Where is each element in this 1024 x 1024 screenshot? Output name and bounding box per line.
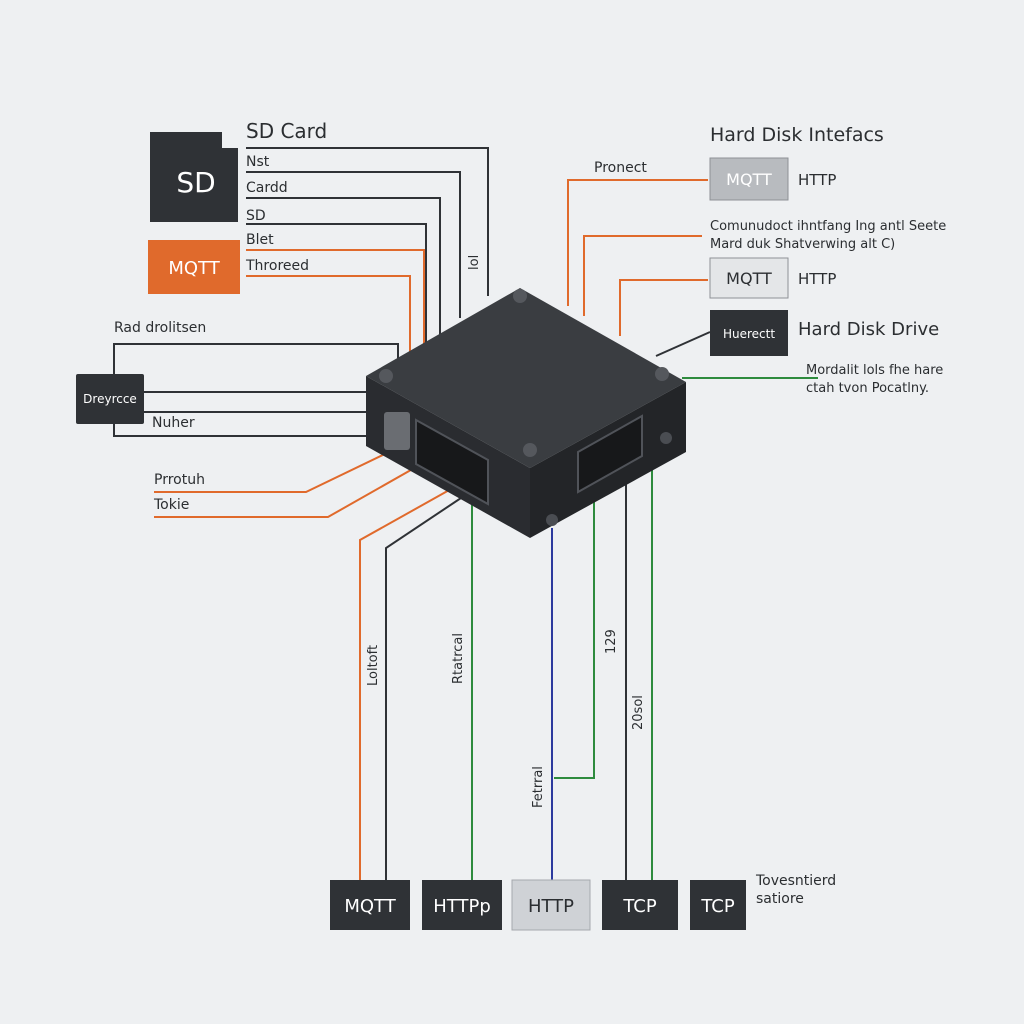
right-desc2-2: ctah tvon Pocatlny.: [806, 381, 929, 396]
bottom-box-2-label: HTTPp: [433, 896, 491, 917]
bottom-box-3: HTTP: [511, 879, 591, 931]
line-device-4: [113, 424, 372, 437]
right-box-1-side: HTTP: [798, 171, 836, 189]
bottom-box-1-rect: [330, 880, 410, 930]
line-device-1: [113, 343, 399, 374]
line-mqtt-left-1: [246, 249, 425, 352]
line-bottom-5: [554, 490, 595, 779]
connection-lines: [113, 147, 818, 880]
vertical-label-4: 129: [604, 629, 619, 654]
bottom-note-1: Tovesntierd: [755, 873, 836, 889]
screw-front: [523, 443, 537, 457]
device-label: Dreyrcce: [83, 392, 137, 406]
sd-card-group: SD SD Card Nst Cardd SD Blet Throreed: [150, 119, 327, 274]
bottom-box-1: MQTT: [330, 880, 410, 930]
right-box-2: MQTT: [709, 257, 789, 299]
bottom-box-4-label: TCP: [622, 896, 657, 917]
sd-card-icon: [150, 132, 238, 222]
port-right: [577, 414, 643, 494]
line-bottom-1: [359, 483, 461, 880]
right-box-2-rect: [709, 257, 789, 299]
screw-right: [655, 367, 669, 381]
right-box-1-rect: [709, 157, 789, 201]
right-desc-2: Mard duk Shatverwing alt C): [710, 237, 895, 252]
bottom-box-4: TCP: [602, 880, 678, 930]
line-bottom-3: [471, 487, 485, 880]
line-right-2: [583, 235, 702, 316]
connector-label: Nuher: [152, 415, 195, 431]
vertical-label-5: 20sol: [631, 695, 646, 730]
right-box-2-side: HTTP: [798, 270, 836, 288]
device-box: Dreyrcce: [76, 374, 144, 424]
right-box-3-rect: [710, 310, 788, 356]
line-bottom-2: [385, 491, 471, 880]
bottom-box-5-rect: [690, 880, 746, 930]
mqtt-left-box: MQTT: [148, 240, 240, 294]
port-left: [415, 418, 489, 506]
chip-connector: [384, 412, 410, 450]
line-left-bottom-2: [154, 457, 433, 518]
bottom-box-2-rect: [422, 880, 502, 930]
right-box-1: MQTT: [709, 157, 789, 201]
screw-front-bottom: [546, 514, 558, 526]
sd-card-title: SD Card: [246, 119, 327, 143]
bottom-box-2: HTTPp: [422, 880, 502, 930]
line-right-4: [655, 331, 711, 357]
device-rect: [76, 374, 144, 424]
screw-side-right: [660, 432, 672, 444]
bottom-box-1-label: MQTT: [344, 896, 396, 917]
vertical-label-2: Rtatrcal: [451, 633, 466, 684]
right-box-3-side: Hard Disk Drive: [798, 319, 939, 340]
line-mqtt-left-2: [246, 275, 411, 360]
line-right-3: [619, 279, 708, 336]
mqtt-left-label: MQTT: [168, 258, 220, 279]
screw-left: [379, 369, 393, 383]
line-sd-4: [246, 223, 427, 356]
right-desc2-1: Mordalit lols fhe hare: [806, 363, 943, 378]
bottom-box-4-rect: [602, 880, 678, 930]
sd-line-1: Nst: [246, 154, 270, 170]
line-right-1: [567, 179, 708, 306]
mqtt-left-rect: [148, 240, 240, 294]
right-box-1-label: MQTT: [726, 170, 772, 189]
bottom-note-2: satiore: [756, 891, 804, 907]
sd-line-5: Throreed: [245, 258, 309, 274]
line-left-bottom-1: [154, 437, 419, 493]
central-device: [366, 288, 686, 538]
bottom-box-5: TCP: [690, 880, 746, 930]
bottom-box-3-label: HTTP: [528, 896, 574, 917]
sd-line-3: SD: [246, 208, 266, 224]
vertical-label-1: Loltoft: [366, 645, 381, 686]
line-sd-1: [246, 147, 489, 296]
right-box-3-label: Huerectt: [723, 327, 775, 341]
sd-line-4: Blet: [246, 232, 274, 248]
right-title: Hard Disk Intefacs: [710, 124, 884, 146]
left-bottom-line-1: Prrotuh: [154, 472, 205, 488]
left-bottom-line-2: Tokie: [153, 497, 189, 513]
right-box-2-label: MQTT: [726, 269, 772, 288]
device-top-face: [366, 288, 686, 468]
right-desc-1: Comunudoct ihntfang Ing antl Seete: [710, 219, 946, 234]
sd-line-2: Cardd: [246, 180, 288, 196]
bottom-box-3-rect: [511, 879, 591, 931]
top-vertical-label: lol: [467, 255, 482, 270]
screw-top: [513, 289, 527, 303]
left-section-title: Rad drolitsen: [114, 320, 206, 336]
line-sd-2: [246, 171, 461, 318]
line-sd-3: [246, 197, 441, 340]
sd-card-icon-text: SD: [176, 166, 215, 199]
vertical-label-3: Fetrral: [531, 766, 546, 808]
right-box-3: Huerectt: [710, 310, 788, 356]
right-protocol-label: Pronect: [594, 160, 647, 176]
bottom-box-5-label: TCP: [700, 896, 735, 917]
